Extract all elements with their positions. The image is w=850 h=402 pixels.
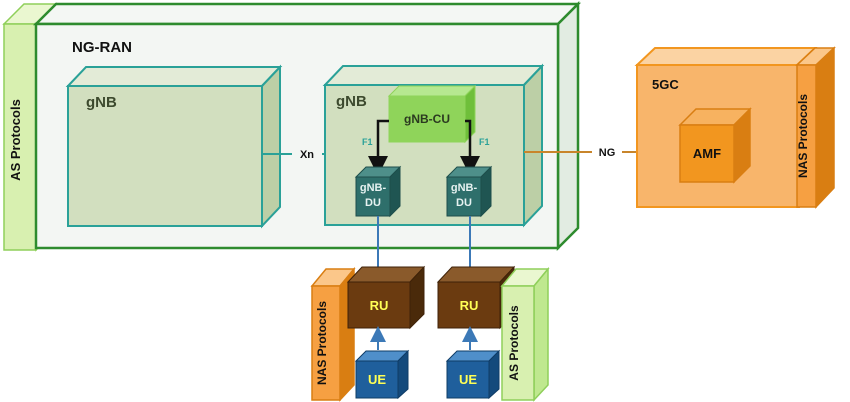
ue-right-label: UE [459, 372, 477, 387]
gnb-du-right-label-line2: DU [456, 197, 472, 209]
gnb-cu-label: gNB-CU [404, 112, 450, 126]
ue-left: UE [354, 349, 410, 400]
gnb-du-right: gNB- DU [445, 165, 493, 218]
gnb-du-right-label-line1: gNB- [451, 182, 478, 194]
ru-right-label: RU [460, 298, 479, 313]
as-protocols-left-label: AS Protocols [8, 99, 23, 181]
as-protocols-ue-label: AS Protocols [507, 305, 521, 381]
f1-left-arrow: F1 [362, 119, 389, 176]
gnb-du-left-label-line2: DU [365, 197, 381, 209]
gnb-left-label: gNB [86, 94, 117, 111]
ue-left-label: UE [368, 372, 386, 387]
nas-protocols-core-label: NAS Protocols [796, 94, 810, 178]
core-title: 5GC [652, 77, 679, 92]
xn-interface: Xn [262, 149, 325, 161]
nas-protocols-core-bar: NAS Protocols [795, 46, 836, 209]
xn-label: Xn [300, 149, 314, 161]
gnb-left: gNB [65, 64, 283, 229]
gnb-du-left-label-line1: gNB- [360, 182, 387, 194]
f1-right-label: F1 [479, 137, 490, 147]
ru-left: RU [346, 265, 426, 330]
ru-left-label: RU [370, 298, 389, 313]
gnb-right-label: gNB [336, 93, 367, 110]
gnb-cu: gNB-CU [387, 84, 477, 144]
f1-left-label: F1 [362, 137, 373, 147]
as-protocols-ue-bar: AS Protocols [500, 266, 550, 402]
ng-ran-title: NG-RAN [72, 39, 132, 56]
amf-label: AMF [693, 146, 721, 161]
nas-protocols-ue-label: NAS Protocols [315, 301, 329, 385]
ue-right: UE [445, 349, 501, 400]
f1-right-arrow: F1 [460, 119, 490, 176]
gnb-du-left: gNB- DU [354, 165, 402, 218]
ng-label: NG [599, 147, 616, 159]
amf: AMF [678, 107, 752, 184]
